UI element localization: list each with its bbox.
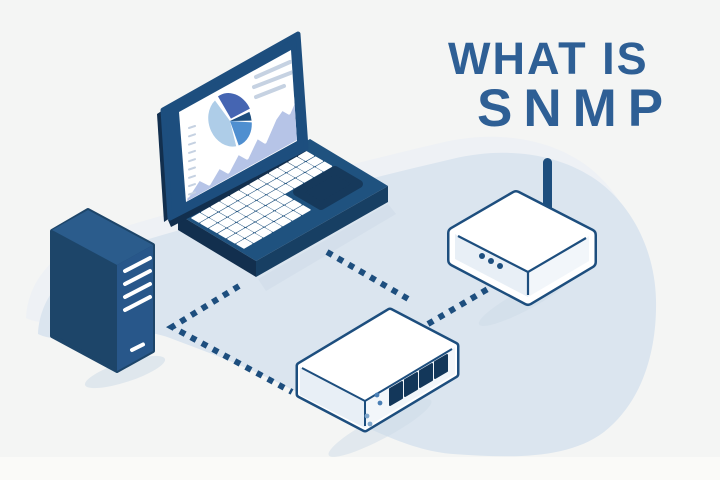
switch-left-face: [300, 367, 365, 428]
pie-chart: [208, 93, 252, 147]
router-antenna-icon: [543, 158, 552, 216]
line-chart: [186, 95, 297, 201]
laptop-keyboard: [191, 151, 333, 249]
dotted-link-laptop-switch: [325, 249, 412, 303]
axis-ticks: [188, 125, 196, 196]
page-title-line1: WHAT IS: [448, 33, 649, 84]
server-tower: [50, 208, 155, 373]
server-vents-icon: [123, 256, 152, 312]
laptop-deck-front-edge: [256, 186, 388, 277]
wireless-router: [447, 158, 597, 306]
bottom-strip: [0, 457, 720, 480]
laptop-management-station: [157, 31, 388, 277]
dotted-link-switch-router: [426, 280, 500, 327]
router-left-face: [455, 234, 528, 297]
text-placeholder-lines: [252, 60, 295, 99]
switch-led-lights: [364, 392, 383, 427]
server-power-slot: [130, 342, 145, 352]
laptop-deck-left-edge: [178, 214, 256, 277]
laptop-touchpad: [293, 166, 363, 210]
router-led-lights: [479, 253, 503, 269]
router-front-face: [528, 236, 589, 297]
dotted-link-laptop-switch: [165, 283, 294, 395]
laptop-hinge: [168, 149, 308, 227]
dotted-connections: [165, 249, 500, 395]
page-title-line2: SNMP: [477, 79, 675, 138]
server-front-face: [117, 245, 153, 371]
screen-dashboard: [186, 60, 297, 201]
ethernet-ports-icon: [389, 354, 448, 406]
server-top-face: [52, 210, 153, 265]
network-switch: [295, 307, 460, 433]
